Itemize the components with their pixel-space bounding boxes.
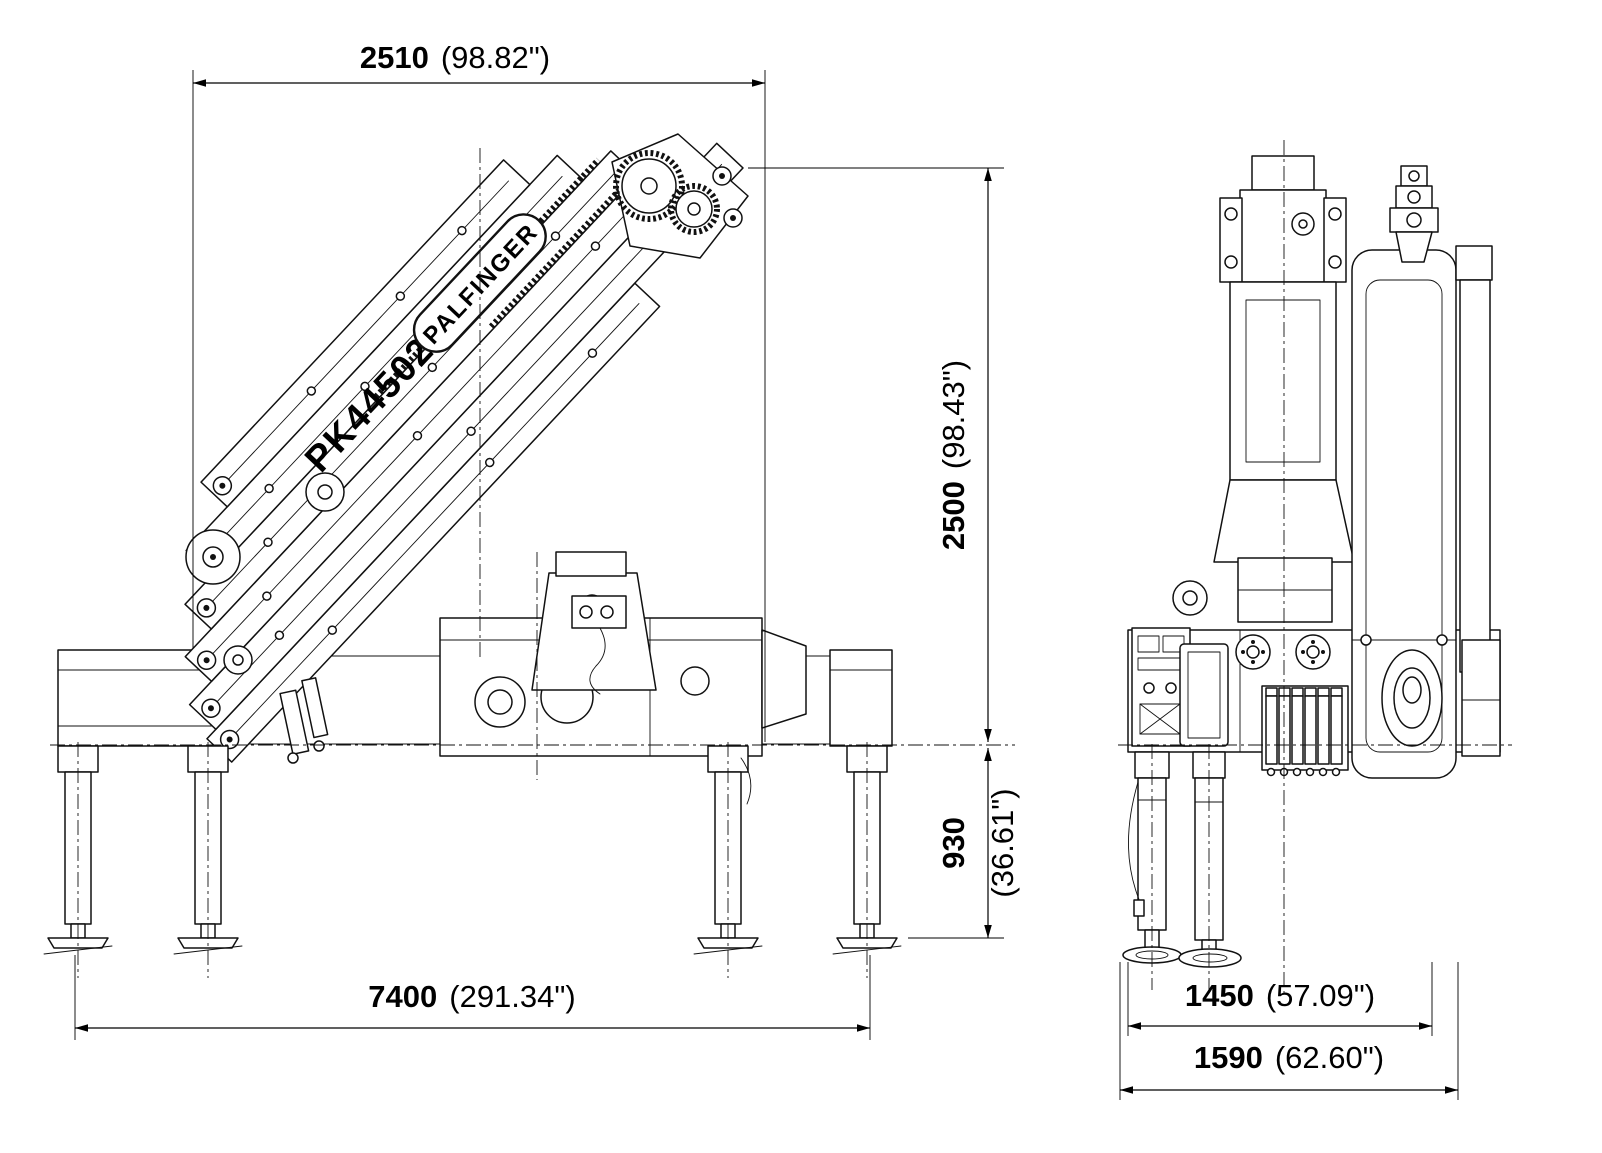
dim-height-below-label-mm: 930 — [936, 817, 971, 869]
boom-assembly: PK44502 PALFINGER — [184, 142, 744, 763]
dim-rear-inner-label: 1450(57.09") — [1185, 978, 1375, 1013]
outrigger-leg — [43, 742, 113, 978]
side-view: PK44502 PALFINGER — [43, 133, 902, 978]
rear-outrigger-leg — [1122, 744, 1182, 990]
rear-column — [1213, 155, 1355, 670]
dim-rear-width-outer: 1590(62.60") — [1119, 962, 1459, 1100]
dim-height-above-label: 2500(98.43") — [936, 360, 971, 550]
outrigger-leg — [173, 742, 243, 978]
rear-view — [1122, 155, 1501, 996]
outrigger-leg — [832, 742, 902, 978]
dim-height-below-label-inch: (36.61") — [985, 788, 1020, 897]
boom-pulleys — [185, 472, 345, 675]
fitting-bolt — [287, 752, 299, 764]
outrigger-leg — [693, 742, 763, 978]
dim-top-width: 2510(98.82") — [192, 40, 766, 742]
rear-equipment — [1131, 580, 1501, 757]
dim-rear-width-inner: 1450(57.09") — [1127, 962, 1433, 1036]
rear-hose-end — [1133, 899, 1145, 917]
rear-hook-stack — [1389, 165, 1439, 263]
support-pad — [1461, 639, 1501, 757]
boom-rivets — [262, 222, 668, 641]
rear-outrigger-leg — [1178, 744, 1242, 996]
boom-end-fittings — [279, 677, 329, 755]
fitting-bolt — [313, 740, 325, 752]
rear-hose — [1128, 781, 1141, 903]
gear-cluster — [611, 133, 749, 259]
dim-outrigger-span-label: 7400(291.34") — [368, 979, 575, 1014]
dim-height-below-mount: 930 (36.61") — [908, 748, 1020, 939]
rear-valve-bank — [1261, 685, 1349, 777]
hydraulic-block — [571, 595, 627, 695]
dim-top-width-label: 2510(98.82") — [360, 40, 550, 75]
dim-rear-outer-label: 1590(62.60") — [1194, 1040, 1384, 1075]
centerlines — [50, 140, 1512, 998]
dim-outrigger-span: 7400(291.34") — [74, 955, 871, 1040]
oil-tank — [1179, 643, 1229, 747]
dim-height-above-mount: 2500(98.43") — [748, 167, 1004, 742]
